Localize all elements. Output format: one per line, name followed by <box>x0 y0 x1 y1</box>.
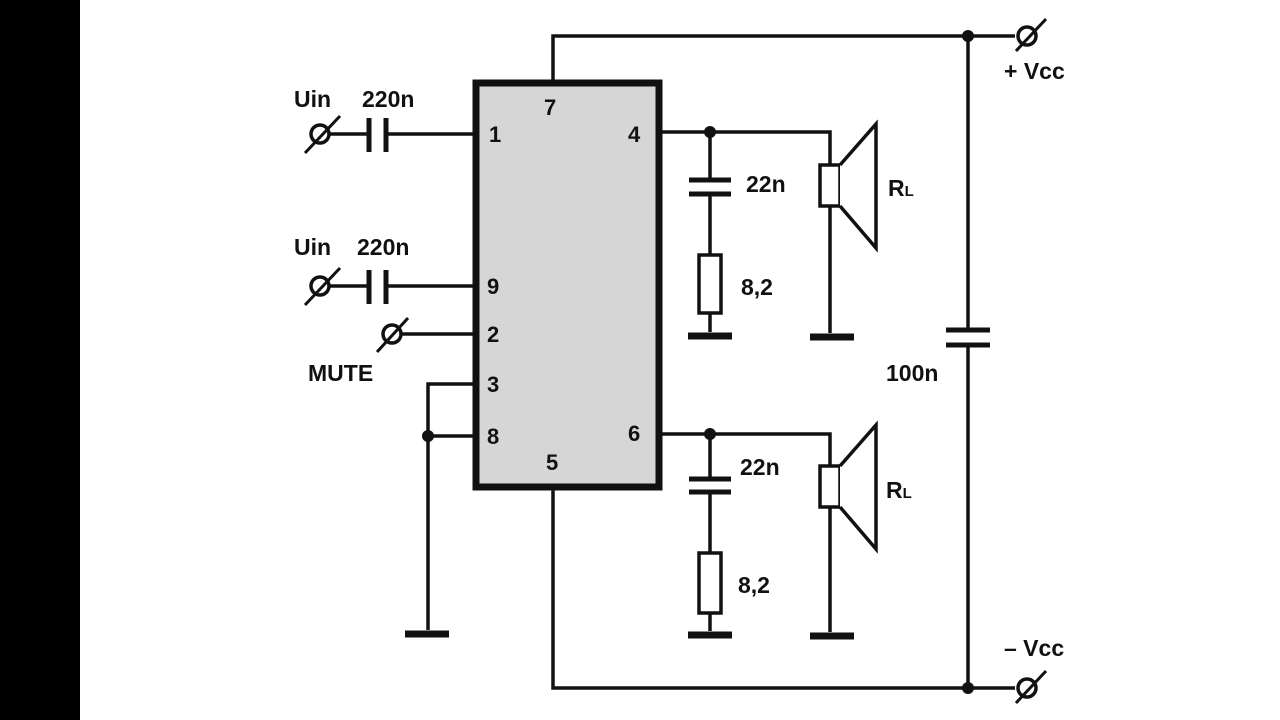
input9-terminal-icon <box>309 275 331 297</box>
output6-zobel-cap-plates <box>689 476 731 495</box>
vcc-positive-label: + Vcc <box>1004 58 1065 84</box>
output6-load-label: RL <box>886 477 912 503</box>
terminal-slash <box>375 316 410 354</box>
input1-label: Uin <box>294 86 331 112</box>
vcc-positive-rail <box>551 34 1015 83</box>
vcc-negative-label: – Vcc <box>1004 635 1064 661</box>
schematic-sheet <box>80 0 1280 720</box>
pin-label-7: 7 <box>544 95 556 120</box>
input1-terminal-icon <box>309 123 331 145</box>
input9-cap-plates <box>366 270 389 304</box>
mute-label: MUTE <box>308 360 373 386</box>
pin-label-2: 2 <box>487 322 499 347</box>
speaker-icon <box>818 119 878 253</box>
output4-zobel-cap-plates <box>689 177 731 197</box>
mute-terminal-icon <box>381 323 403 345</box>
junction-dot <box>422 430 434 442</box>
terminal-slash <box>303 114 342 155</box>
input9-label: Uin <box>294 234 331 260</box>
output4-resistor-value: 8,2 <box>741 274 773 300</box>
junction-dot <box>704 428 716 440</box>
letterbox-bar <box>0 0 80 720</box>
terminal-slash <box>303 266 342 307</box>
pin-label-8: 8 <box>487 424 499 449</box>
pin-label-9: 9 <box>487 274 499 299</box>
output4-wire <box>659 130 832 165</box>
pin-label-5: 5 <box>546 450 558 475</box>
junction-dot <box>704 126 716 138</box>
junction-dot <box>962 682 974 694</box>
input9-cap-value: 220n <box>357 234 409 260</box>
bypass-cap-value: 100n <box>886 360 938 386</box>
output4-cap-value: 22n <box>746 171 786 197</box>
output6-resistor-value: 8,2 <box>738 572 770 598</box>
pin-label-3: 3 <box>487 372 499 397</box>
terminal-slash <box>1014 17 1048 53</box>
speaker-icon <box>818 420 878 554</box>
bypass-cap-plates <box>946 327 990 348</box>
ic-body <box>472 79 663 491</box>
vcc-negative-terminal-icon <box>1016 677 1038 699</box>
output6-zobel-resistor <box>697 551 723 615</box>
vcc-positive-terminal-icon <box>1016 25 1038 47</box>
terminal-slash <box>1014 669 1048 705</box>
vcc-negative-rail <box>551 487 1015 690</box>
pin-label-4: 4 <box>628 122 641 147</box>
input1-cap-value: 220n <box>362 86 414 112</box>
pin-label-6: 6 <box>628 421 640 446</box>
output4-load-label: RL <box>888 175 914 201</box>
output4-zobel-resistor <box>697 253 723 315</box>
input1-cap-plates <box>366 118 389 152</box>
pin-label-1: 1 <box>489 122 501 147</box>
output6-cap-value: 22n <box>740 454 780 480</box>
pin3-pin8-ground-wire <box>426 382 476 630</box>
junction-dot <box>962 30 974 42</box>
